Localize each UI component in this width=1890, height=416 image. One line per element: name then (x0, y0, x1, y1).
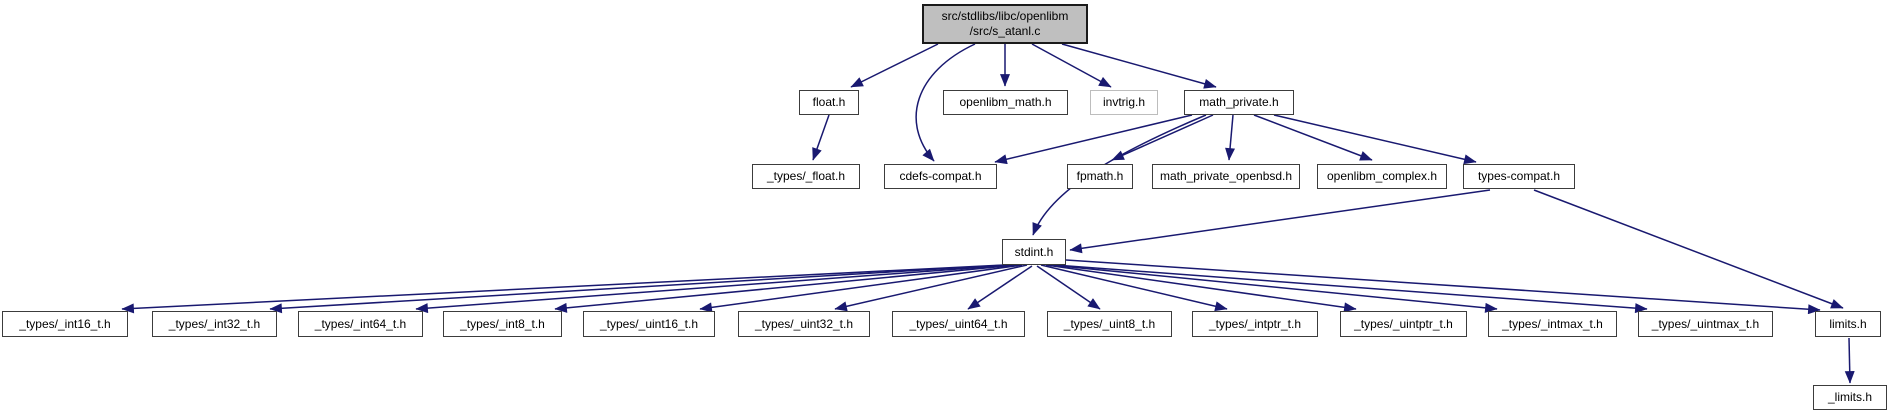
edge-math_private-to-openlibm_complex (1253, 114, 1373, 161)
node-limits[interactable]: limits.h (1815, 311, 1881, 337)
edge-math_private-to-fpmath (1111, 114, 1214, 161)
edge-limits-to-ulimits (1844, 337, 1855, 384)
edge-stdint-to-limits (1065, 259, 1821, 315)
edge-stdint-to-uint16 (699, 264, 1023, 313)
edge-stdint-to-intptr (1040, 264, 1228, 312)
node-math-private[interactable]: math_private.h (1184, 90, 1294, 115)
node-ulimits[interactable]: _limits.h (1813, 385, 1887, 410)
node-uintptr[interactable]: _types/_uintptr_t.h (1340, 311, 1467, 337)
node-uint8[interactable]: _types/_uint8_t.h (1047, 311, 1172, 337)
node-uint64[interactable]: _types/_uint64_t.h (892, 311, 1025, 337)
edge-root-to-invtrig (1031, 43, 1112, 88)
node-int32[interactable]: _types/_int32_t.h (152, 311, 277, 337)
node-float-h[interactable]: float.h (799, 90, 859, 115)
edge-root-to-cdefs_compat (915, 43, 976, 162)
node-stdint[interactable]: stdint.h (1002, 239, 1066, 265)
node-types-float[interactable]: _types/_float.h (752, 164, 860, 189)
node-uint16[interactable]: _types/_uint16_t.h (583, 311, 715, 337)
edge-stdint-to-int16 (121, 264, 1005, 314)
edge-stdint-to-uint8 (1036, 265, 1101, 310)
edge-float_h-to-types_float (812, 114, 830, 161)
edge-stdint-to-int8 (554, 264, 1018, 313)
node-cdefs-compat[interactable]: cdefs-compat.h (884, 164, 997, 189)
node-root: src/stdlibs/libc/openlibm /src/s_atanl.c (922, 4, 1088, 44)
edge-stdint-to-int32 (269, 264, 1008, 314)
node-types-compat[interactable]: types-compat.h (1463, 164, 1575, 189)
node-intmax[interactable]: _types/_intmax_t.h (1488, 311, 1617, 337)
node-intptr[interactable]: _types/_intptr_t.h (1192, 311, 1318, 337)
node-uint32[interactable]: _types/_uint32_t.h (738, 311, 870, 337)
edge-types_compat-to-stdint (1069, 189, 1491, 254)
edge-root-to-math_private (1061, 43, 1217, 89)
edge-stdint-to-int64 (415, 264, 1013, 314)
edge-root-to-float_h (850, 43, 939, 88)
node-math-private-openbsd[interactable]: math_private_openbsd.h (1152, 164, 1300, 189)
edge-types_compat-to-limits (1533, 189, 1844, 309)
node-int16[interactable]: _types/_int16_t.h (2, 311, 128, 337)
edge-stdint-to-uint32 (834, 264, 1028, 312)
node-openlibm-complex[interactable]: openlibm_complex.h (1317, 164, 1447, 189)
edge-math_private-to-types_compat (1273, 114, 1477, 165)
edge-stdint-to-uintmax (1054, 264, 1648, 314)
edge-stdint-to-intmax (1049, 264, 1498, 313)
edge-stdint-to-uintptr (1045, 264, 1357, 313)
node-openlibm-math[interactable]: openlibm_math.h (943, 90, 1068, 115)
node-int64[interactable]: _types/_int64_t.h (298, 311, 423, 337)
node-uintmax[interactable]: _types/_uintmax_t.h (1638, 311, 1773, 337)
node-invtrig[interactable]: invtrig.h (1090, 90, 1158, 115)
edge-math_private-to-math_private_openbsd (1225, 114, 1236, 161)
edge-stdint-to-uint64 (967, 265, 1033, 310)
node-int8[interactable]: _types/_int8_t.h (443, 311, 562, 337)
node-fpmath[interactable]: fpmath.h (1067, 164, 1133, 189)
edge-math_private-to-cdefs_compat (994, 114, 1193, 165)
